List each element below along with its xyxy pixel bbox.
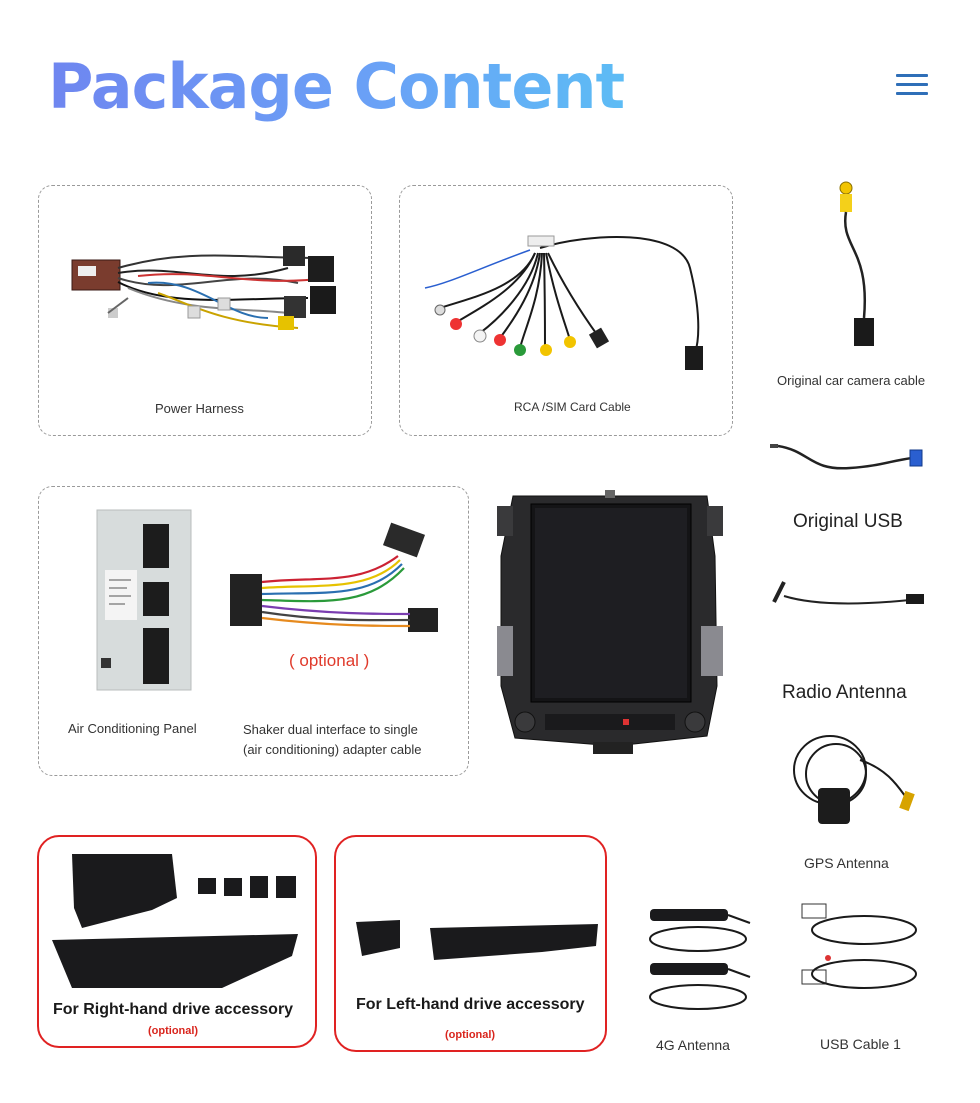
radio-antenna-image bbox=[772, 581, 924, 605]
page-title: Package Content bbox=[48, 50, 625, 123]
shaker-optional-label: ( optional ) bbox=[289, 651, 370, 670]
left-hand-accessory-image bbox=[356, 920, 598, 960]
head-unit-image bbox=[497, 490, 723, 754]
usb-cable-label: USB Cable 1 bbox=[820, 1036, 901, 1052]
shaker-adapter-label-line1: Shaker dual interface to single bbox=[243, 722, 418, 737]
right-hand-optional-label: (optional) bbox=[148, 1025, 199, 1037]
usb-cable-image bbox=[801, 903, 917, 989]
antenna-4g-label: 4G Antenna bbox=[656, 1037, 730, 1053]
right-hand-accessory-image bbox=[52, 854, 298, 988]
original-usb-image bbox=[770, 444, 923, 470]
power-harness-image bbox=[71, 246, 336, 330]
power-harness-label: Power Harness bbox=[155, 401, 244, 416]
left-hand-accessory-card bbox=[334, 835, 607, 1052]
shaker-adapter-label-line2: (air conditioning) adapter cable bbox=[243, 742, 422, 757]
camera-cable-label: Original car camera cable bbox=[777, 373, 926, 388]
left-hand-accessory-label: For Left-hand drive accessory bbox=[356, 996, 585, 1013]
ac-panel-image bbox=[96, 509, 192, 691]
rca-sim-card bbox=[399, 185, 733, 436]
ac-panel-label: Air Conditioning Panel bbox=[68, 721, 197, 736]
right-hand-accessory-label: For Right-hand drive accessory bbox=[53, 1001, 294, 1018]
radio-antenna-label: Radio Antenna bbox=[782, 682, 907, 703]
gps-antenna-image bbox=[793, 735, 915, 824]
original-usb-label: Original USB bbox=[793, 511, 903, 532]
right-hand-accessory-card bbox=[37, 835, 317, 1048]
power-harness-card bbox=[38, 185, 372, 436]
hamburger-menu-icon[interactable] bbox=[896, 72, 930, 98]
rca-sim-cable-image bbox=[424, 235, 703, 370]
ac-panel-card bbox=[38, 486, 469, 776]
antenna-4g-image bbox=[649, 909, 751, 1010]
left-hand-optional-label: (optional) bbox=[445, 1029, 496, 1041]
camera-cable-image bbox=[839, 181, 874, 346]
gps-antenna-label: GPS Antenna bbox=[804, 855, 889, 871]
shaker-adapter-image bbox=[230, 522, 438, 632]
rca-sim-label: RCA /SIM Card Cable bbox=[514, 400, 631, 414]
